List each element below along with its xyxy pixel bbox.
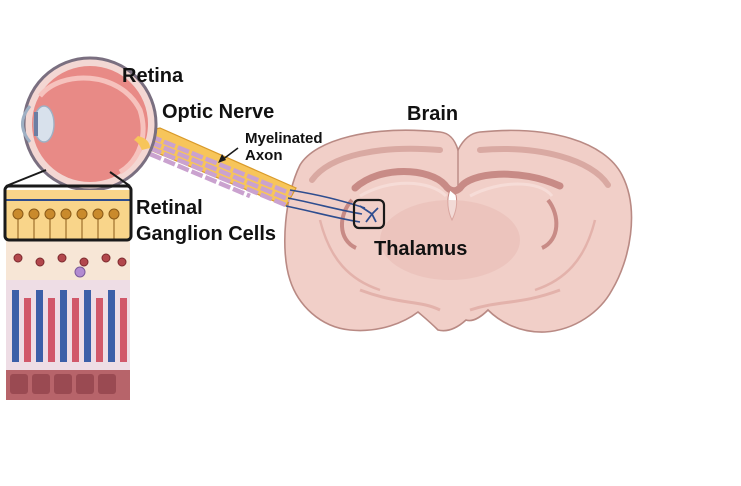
label-myelinated: Myelinated xyxy=(245,130,323,147)
retinal-ganglion-highlight-box xyxy=(3,184,133,242)
inner-layer xyxy=(6,240,130,280)
label-brain: Brain xyxy=(407,103,458,125)
label-axon: Axon xyxy=(245,147,283,164)
bipolar-cells xyxy=(13,253,127,267)
rpe-cells xyxy=(10,374,116,394)
photoreceptors xyxy=(12,290,127,362)
eyeball-inner xyxy=(32,66,148,182)
thalamus-axon-terminals xyxy=(359,205,379,223)
myelinated-axons xyxy=(149,133,293,209)
label-retina: Retina xyxy=(122,65,184,87)
retina-cross-section xyxy=(6,190,130,400)
zoom-lines xyxy=(5,169,131,187)
thalamus-highlight-box xyxy=(352,198,386,230)
eye xyxy=(21,56,158,192)
label-optic-nerve: Optic Nerve xyxy=(162,101,274,123)
label-ganglion-cells: Ganglion Cells xyxy=(136,223,276,245)
optic-disc xyxy=(134,136,150,150)
amacrine-cell xyxy=(74,266,86,278)
myelinated-axon-arrow xyxy=(218,147,239,163)
thalamus-region xyxy=(380,200,520,280)
hippocampus-right xyxy=(540,198,559,250)
cornea xyxy=(21,105,32,143)
label-thalamus: Thalamus xyxy=(374,238,467,260)
brain-section xyxy=(284,129,633,333)
retina-layer xyxy=(38,75,146,175)
label-retinal: Retinal xyxy=(136,197,203,219)
cortex-inner-line xyxy=(309,145,611,188)
corpus-callosum xyxy=(351,168,564,195)
hippocampus-left xyxy=(339,198,357,250)
